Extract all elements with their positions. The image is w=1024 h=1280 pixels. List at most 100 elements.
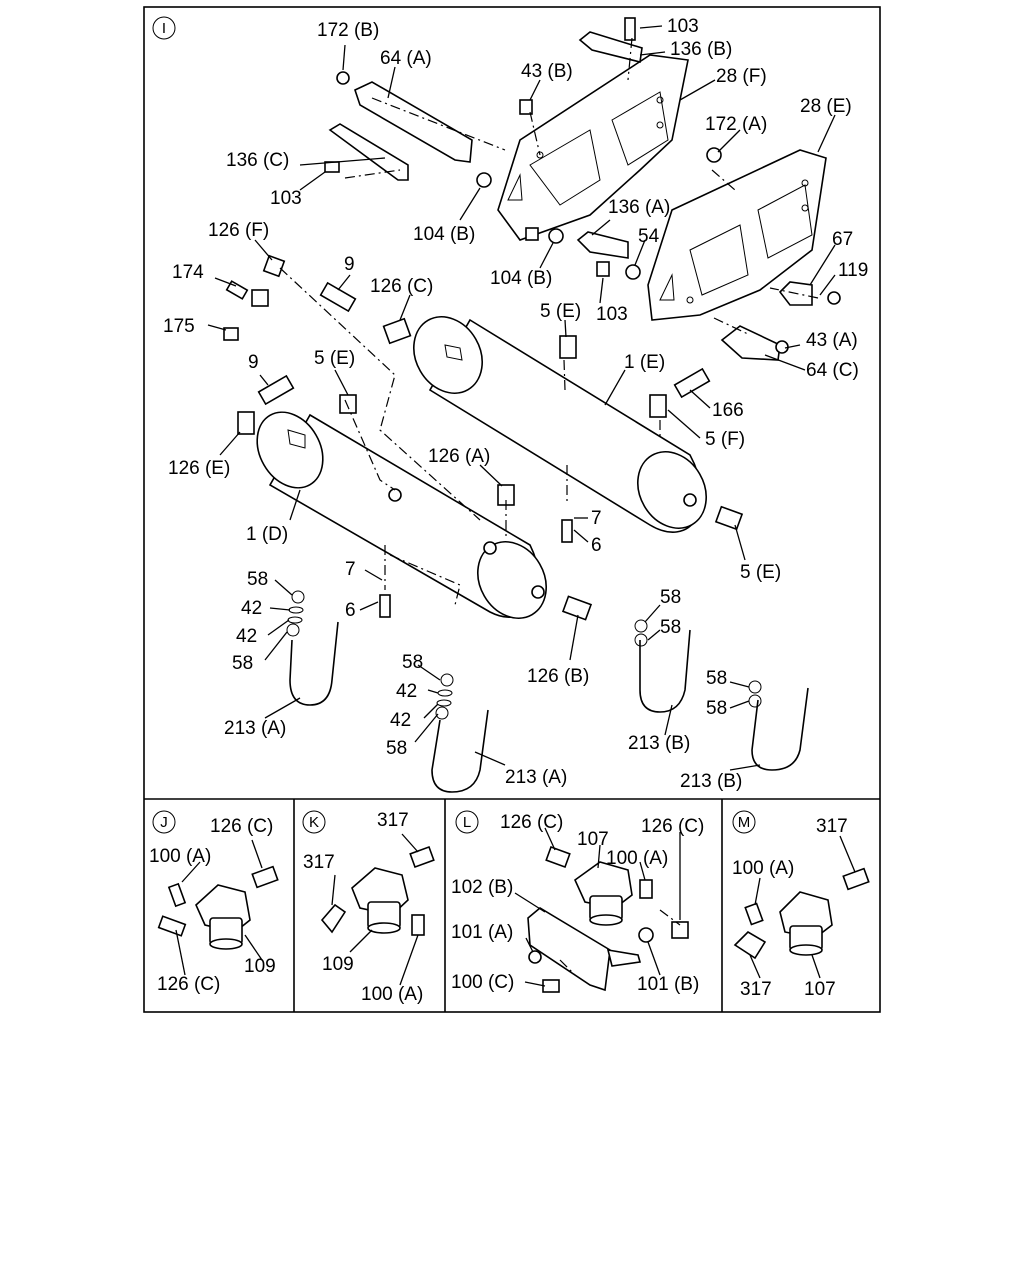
callout-l-100a: 100 (A) <box>606 848 668 869</box>
callout-5e-3: 5 (E) <box>740 562 781 583</box>
callout-213b-1: 213 (B) <box>628 733 690 754</box>
callout-126b: 126 (B) <box>527 666 589 687</box>
callout-119: 119 <box>838 260 868 281</box>
callout-1e: 1 (E) <box>624 352 665 373</box>
callout-42-c: 42 <box>396 681 417 702</box>
callout-m-100a: 100 (A) <box>732 858 794 879</box>
callout-172b: 172 (B) <box>317 20 379 41</box>
callout-58-h: 58 <box>386 738 407 759</box>
air-tank-1e <box>413 316 707 533</box>
callout-5f: 5 (F) <box>705 429 745 450</box>
callout-5e-2: 5 (E) <box>314 348 355 369</box>
strap-136c <box>328 123 409 181</box>
callout-42-a: 42 <box>241 598 262 619</box>
callout-7-right: 7 <box>591 508 602 529</box>
callout-67: 67 <box>832 229 853 250</box>
callout-j-109: 109 <box>244 956 276 977</box>
callout-136b: 136 (B) <box>670 39 732 60</box>
callout-126c: 126 (C) <box>370 276 433 297</box>
panel-marker-i: I <box>152 16 176 40</box>
callout-136c: 136 (C) <box>226 150 289 171</box>
valve-109-j <box>157 865 279 950</box>
callout-l-101a: 101 (A) <box>451 922 513 943</box>
callout-9-top: 9 <box>344 254 355 275</box>
panel-i-labels: 172 (B) 64 (A) 103 136 (B) 43 (B) 28 (F)… <box>163 16 868 792</box>
callout-42-d: 42 <box>390 710 411 731</box>
panel-marker-k-text: K <box>309 814 319 831</box>
callout-58-b: 58 <box>232 653 253 674</box>
callout-k-317-left: 317 <box>303 852 335 873</box>
air-tank-1d <box>256 411 547 619</box>
callout-136a: 136 (A) <box>608 197 670 218</box>
callout-126f: 126 (F) <box>208 220 269 241</box>
callout-58-d: 58 <box>660 617 681 638</box>
callout-j-126c-bot: 126 (C) <box>157 974 220 995</box>
callout-7-left: 7 <box>345 559 356 580</box>
callout-174: 174 <box>172 262 204 283</box>
callout-l-126c-1: 126 (C) <box>500 812 563 833</box>
panel-k: K 317 317 109 100 (A) <box>302 810 435 1005</box>
center-lines <box>279 37 819 606</box>
callout-1d: 1 (D) <box>246 524 288 545</box>
callout-j-100a: 100 (A) <box>149 846 211 867</box>
callout-172a: 172 (A) <box>705 114 767 135</box>
callout-k-109: 109 <box>322 954 354 975</box>
bracket-28f <box>497 54 689 241</box>
callout-213b-2: 213 (B) <box>680 771 742 792</box>
callout-64a: 64 (A) <box>380 48 432 69</box>
panel-j: J 126 (C) 100 (A) 126 (C) 109 <box>149 810 279 995</box>
panel-marker-j-text: J <box>160 814 168 831</box>
panel-m: M 317 100 (A) 317 107 <box>732 810 870 1000</box>
panel-marker-l-text: L <box>463 814 471 831</box>
callout-213a-2: 213 (A) <box>505 767 567 788</box>
callout-103-top: 103 <box>667 16 699 37</box>
valve-107-m <box>733 867 870 960</box>
callout-5e-1: 5 (E) <box>540 301 581 322</box>
callout-54: 54 <box>638 226 660 247</box>
callout-126e: 126 (E) <box>168 458 230 479</box>
strap-64c <box>720 325 781 361</box>
fittings <box>223 17 841 621</box>
callout-m-107: 107 <box>804 979 836 1000</box>
callout-175: 175 <box>163 316 195 337</box>
panel-marker-i-text: I <box>162 20 166 37</box>
strap-136a <box>576 231 629 259</box>
callout-l-126c-2: 126 (C) <box>641 816 704 837</box>
panel-marker-m-text: M <box>738 814 751 831</box>
bracket-28e <box>647 149 827 321</box>
callout-42-b: 42 <box>236 626 257 647</box>
strap-64a <box>354 81 473 163</box>
callout-k-100a: 100 (A) <box>361 984 423 1005</box>
callout-64c: 64 (C) <box>806 360 859 381</box>
callout-6-right: 6 <box>591 535 602 556</box>
panel-frames <box>143 6 881 1013</box>
valve-107-l <box>545 845 689 939</box>
callout-103-mid: 103 <box>596 304 628 325</box>
callout-28f: 28 (F) <box>716 66 767 87</box>
callout-58-c: 58 <box>660 587 681 608</box>
callout-l-107: 107 <box>577 829 609 850</box>
callout-l-100c: 100 (C) <box>451 972 514 993</box>
u-bolts <box>286 590 809 793</box>
callout-9-left: 9 <box>248 352 259 373</box>
callout-58-e: 58 <box>402 652 423 673</box>
callout-28e: 28 (E) <box>800 96 852 117</box>
callout-l-102b: 102 (B) <box>451 877 513 898</box>
callout-43a: 43 (A) <box>806 330 858 351</box>
callout-6-left: 6 <box>345 600 356 621</box>
panel-i-drawing <box>207 17 841 793</box>
callout-126a: 126 (A) <box>428 446 490 467</box>
callout-104b-1: 104 (B) <box>413 224 475 245</box>
callout-43b: 43 (B) <box>521 61 573 82</box>
callout-213a-1: 213 (A) <box>224 718 286 739</box>
callout-58-f: 58 <box>706 668 727 689</box>
panel-l: L 126 (C) 107 1 <box>451 810 704 995</box>
callout-58-g: 58 <box>706 698 727 719</box>
callout-m-317-bot: 317 <box>740 979 772 1000</box>
callout-m-317-top: 317 <box>816 816 848 837</box>
callout-k-317-top: 317 <box>377 810 409 831</box>
callout-103-left: 103 <box>270 188 302 209</box>
callout-l-101b: 101 (B) <box>637 974 699 995</box>
callout-166: 166 <box>712 400 744 421</box>
